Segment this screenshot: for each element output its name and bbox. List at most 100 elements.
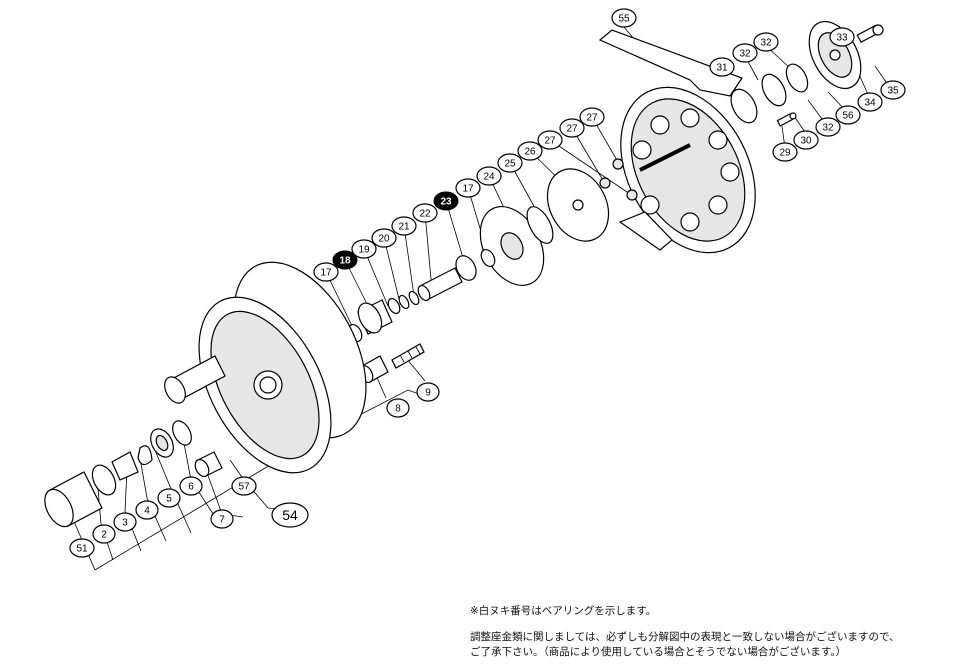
- cap-3-part: [111, 451, 139, 481]
- callout-6: 6: [179, 476, 203, 496]
- svg-text:19: 19: [358, 245, 370, 256]
- callout-56: 56: [835, 105, 861, 125]
- svg-text:25: 25: [504, 159, 516, 170]
- svg-text:4: 4: [144, 506, 150, 517]
- bushing-17a-part: [480, 248, 496, 268]
- svg-text:31: 31: [716, 63, 728, 74]
- callout-23-bearing: 23: [433, 191, 459, 211]
- callout-33: 33: [829, 27, 855, 47]
- disclaimer-line-2: ご了承下さい。（商品により使用している場合とそうでない場合がございます。）: [470, 646, 847, 658]
- callout-27: 27: [537, 130, 563, 150]
- pawl-27a-part: [612, 158, 624, 170]
- callout-24: 24: [476, 166, 502, 186]
- svg-text:3: 3: [122, 518, 128, 529]
- callout-17: 17: [455, 178, 481, 198]
- bearing-note: ※白ヌキ番号はベアリングを示します。: [470, 605, 657, 617]
- callout-18-bearing: 18: [332, 250, 358, 270]
- callout-5: 5: [157, 488, 181, 508]
- callout-2: 2: [92, 524, 116, 544]
- svg-text:34: 34: [864, 98, 876, 109]
- washer-20-part: [398, 294, 410, 310]
- svg-text:51: 51: [76, 544, 88, 555]
- drag-knob-part: [808, 20, 862, 90]
- callout-32: 32: [753, 32, 779, 52]
- svg-text:30: 30: [800, 136, 812, 147]
- drag-disc-part: [479, 206, 545, 286]
- svg-text:23: 23: [440, 197, 452, 208]
- svg-text:56: 56: [842, 111, 854, 122]
- svg-text:29: 29: [779, 148, 791, 159]
- callouts: 55 32 32 31 33 35 34 56 32 30 29 27 27 2…: [69, 8, 906, 558]
- callout-31: 31: [709, 57, 735, 77]
- svg-text:9: 9: [425, 388, 431, 399]
- svg-text:55: 55: [618, 14, 630, 25]
- svg-text:35: 35: [887, 86, 899, 97]
- callout-32: 32: [815, 117, 841, 137]
- disclaimer-line-1: 調整座金類に関しましては、必ずしも分解図中の表現と一致しない場合がございますので…: [470, 631, 900, 643]
- callout-20: 20: [371, 228, 397, 248]
- screw-29-part: [776, 112, 797, 127]
- svg-text:21: 21: [398, 222, 410, 233]
- callout-8: 8: [386, 398, 410, 418]
- spool-54-part: [164, 261, 367, 474]
- stopper-7-part: [194, 451, 223, 478]
- washer-19-part: [387, 297, 401, 315]
- pawl-27c-part: [626, 189, 638, 201]
- callout-17: 17: [313, 262, 339, 282]
- callout-26: 26: [517, 141, 543, 161]
- washer-31-part: [730, 88, 758, 124]
- callout-27: 27: [579, 107, 605, 127]
- callout-54: 54: [271, 502, 309, 528]
- callout-29: 29: [772, 142, 798, 162]
- callout-57: 57: [231, 476, 257, 496]
- svg-text:27: 27: [566, 124, 578, 135]
- svg-text:18: 18: [339, 256, 351, 267]
- washer-32b-part: [761, 73, 787, 107]
- svg-text:27: 27: [586, 113, 598, 124]
- svg-text:8: 8: [395, 404, 401, 415]
- bearing-18-part: [357, 299, 393, 335]
- svg-text:17: 17: [462, 184, 474, 195]
- callout-22: 22: [412, 203, 438, 223]
- svg-text:5: 5: [166, 494, 172, 505]
- svg-text:22: 22: [419, 209, 431, 220]
- callout-51: 51: [69, 538, 95, 558]
- svg-text:33: 33: [836, 33, 848, 44]
- callout-25: 25: [497, 153, 523, 173]
- svg-text:32: 32: [760, 38, 772, 49]
- reel-frame-part: [598, 29, 756, 254]
- svg-text:32: 32: [822, 123, 834, 134]
- callout-30: 30: [793, 130, 819, 150]
- sleeve-22-part: [417, 267, 463, 302]
- callout-7: 7: [210, 509, 234, 529]
- parts: [44, 20, 884, 528]
- callout-55: 55: [611, 8, 637, 28]
- svg-text:20: 20: [378, 234, 390, 245]
- screw-35-part: [856, 24, 884, 44]
- svg-text:6: 6: [188, 482, 194, 493]
- washer-32a-part: [785, 63, 809, 93]
- knob-51-part: [44, 471, 103, 528]
- washer-2-part: [91, 464, 117, 496]
- ring-6-part: [172, 420, 192, 446]
- screw-9-part: [391, 343, 425, 369]
- svg-text:7: 7: [219, 515, 225, 526]
- callout-19: 19: [351, 239, 377, 259]
- callout-3: 3: [113, 512, 137, 532]
- svg-text:32: 32: [739, 49, 751, 60]
- callout-4: 4: [135, 500, 159, 520]
- callout-35: 35: [880, 80, 906, 100]
- ratchet-26-part: [546, 168, 610, 242]
- callout-27: 27: [559, 118, 585, 138]
- callout-21: 21: [391, 216, 417, 236]
- pawl-27b-part: [599, 177, 611, 189]
- svg-text:2: 2: [101, 530, 107, 541]
- svg-text:17: 17: [320, 268, 332, 279]
- svg-text:24: 24: [483, 172, 495, 183]
- svg-text:26: 26: [524, 147, 536, 158]
- svg-text:57: 57: [238, 482, 250, 493]
- callout-34: 34: [857, 92, 883, 112]
- washer-21-part: [408, 290, 420, 306]
- bearing-5-part: [150, 428, 174, 458]
